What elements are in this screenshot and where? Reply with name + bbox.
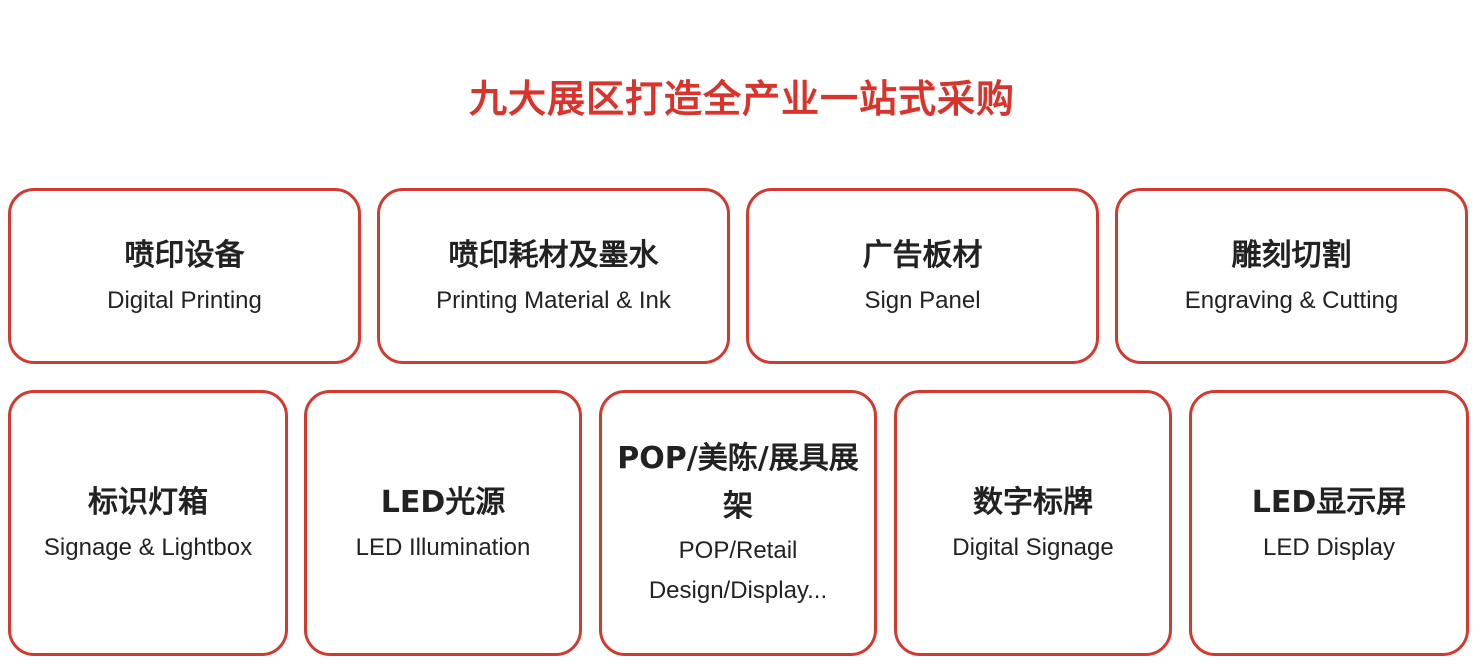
zone-card-cn-label: LED显示屏 — [1251, 485, 1407, 520]
zone-card-cn-label: 雕刻切割 — [1231, 238, 1352, 273]
zone-card-engraving-cutting[interactable]: 雕刻切割 Engraving & Cutting — [1115, 188, 1468, 364]
zone-card-en-label: Signage & Lightbox — [43, 534, 253, 561]
zone-card-digital-printing[interactable]: 喷印设备 Digital Printing — [8, 188, 361, 364]
zone-card-pop-retail-display[interactable]: POP/美陈/展具展架 POP/Retail Design/Display... — [599, 390, 877, 656]
zone-card-cn-label: 标识灯箱 — [88, 485, 208, 520]
zone-card-cn-label: 数字标牌 — [973, 485, 1093, 520]
zone-card-cn-label: 喷印耗材及墨水 — [448, 238, 659, 273]
zone-card-en-label: LED Illumination — [355, 534, 531, 561]
zone-card-en-label: Digital Signage — [952, 534, 1114, 561]
zone-card-led-illumination[interactable]: LED光源 LED Illumination — [304, 390, 582, 656]
zone-card-signage-lightbox[interactable]: 标识灯箱 Signage & Lightbox — [8, 390, 288, 656]
page-title: 九大展区打造全产业一站式采购 — [468, 77, 1015, 121]
zone-card-digital-signage[interactable]: 数字标牌 Digital Signage — [894, 390, 1172, 656]
zone-card-en-label: Printing Material & Ink — [436, 287, 671, 314]
zone-card-en-label: Digital Printing — [107, 287, 262, 314]
zone-card-cn-label: LED光源 — [380, 485, 506, 520]
zone-card-en-label: Sign Panel — [864, 287, 981, 314]
zone-card-en-label: LED Display — [1262, 534, 1396, 561]
zone-card-cn-label: 喷印设备 — [124, 238, 245, 273]
zone-card-printing-material-ink[interactable]: 喷印耗材及墨水 Printing Material & Ink — [377, 188, 730, 364]
zone-card-cn-label: 广告板材 — [862, 238, 983, 273]
zone-card-cn-label: POP/美陈/展具展架 — [617, 441, 859, 524]
zone-card-sign-panel[interactable]: 广告板材 Sign Panel — [746, 188, 1099, 364]
zone-card-en-label: Engraving & Cutting — [1184, 287, 1399, 314]
zone-card-led-display[interactable]: LED显示屏 LED Display — [1189, 390, 1469, 656]
zone-card-en-label: POP/Retail Design/Display... — [648, 537, 828, 604]
